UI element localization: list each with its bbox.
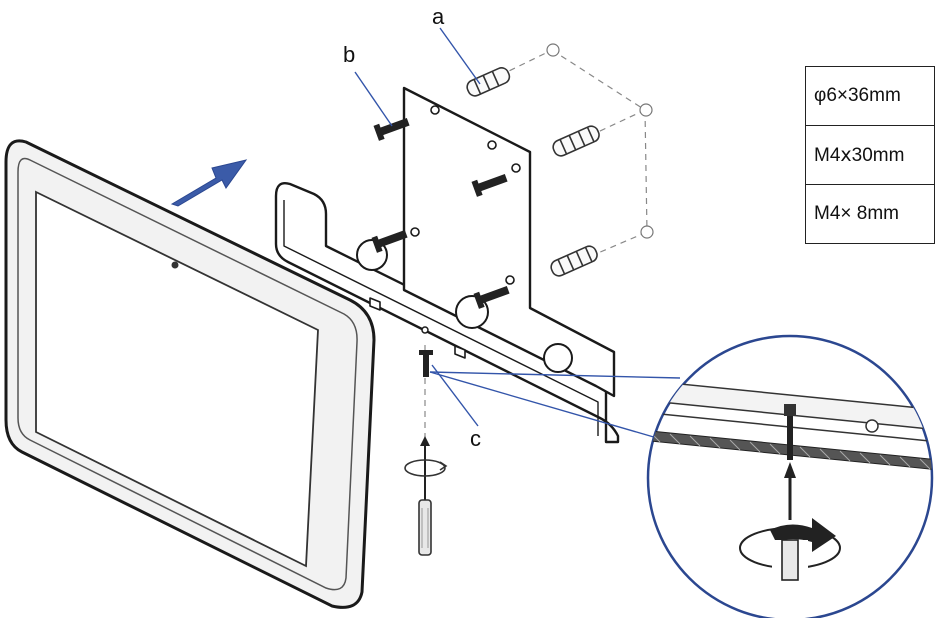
screwdriver-icon [404,436,448,556]
callout-label-c: c [470,426,481,451]
wall-anchors [466,67,600,277]
callout-label-b: b [343,42,356,67]
spec-screw-long: M4ⅹ30mm [805,125,935,185]
rotation-arrow-icon [739,518,841,581]
callout-leaders [354,27,681,441]
wall-bracket [274,86,620,444]
mounting-screws [371,117,510,377]
spec-row: M4× 8mm [805,184,935,244]
spec-row: M4ⅹ30mm [805,125,935,185]
detail-magnifier [646,334,934,618]
tablet-device [4,139,376,609]
spec-screw-short: M4× 8mm [805,184,935,244]
direction-arrow-icon [170,159,248,207]
wall-hole-markers [546,43,654,239]
camera-icon [171,261,179,269]
spec-anchor-size: φ6×36mm [805,66,935,126]
callout-label-a: a [432,4,445,29]
spec-row: φ6×36mm [805,66,935,126]
screw-spec-table: φ6×36mm M4ⅹ30mm M4× 8mm [805,66,935,244]
